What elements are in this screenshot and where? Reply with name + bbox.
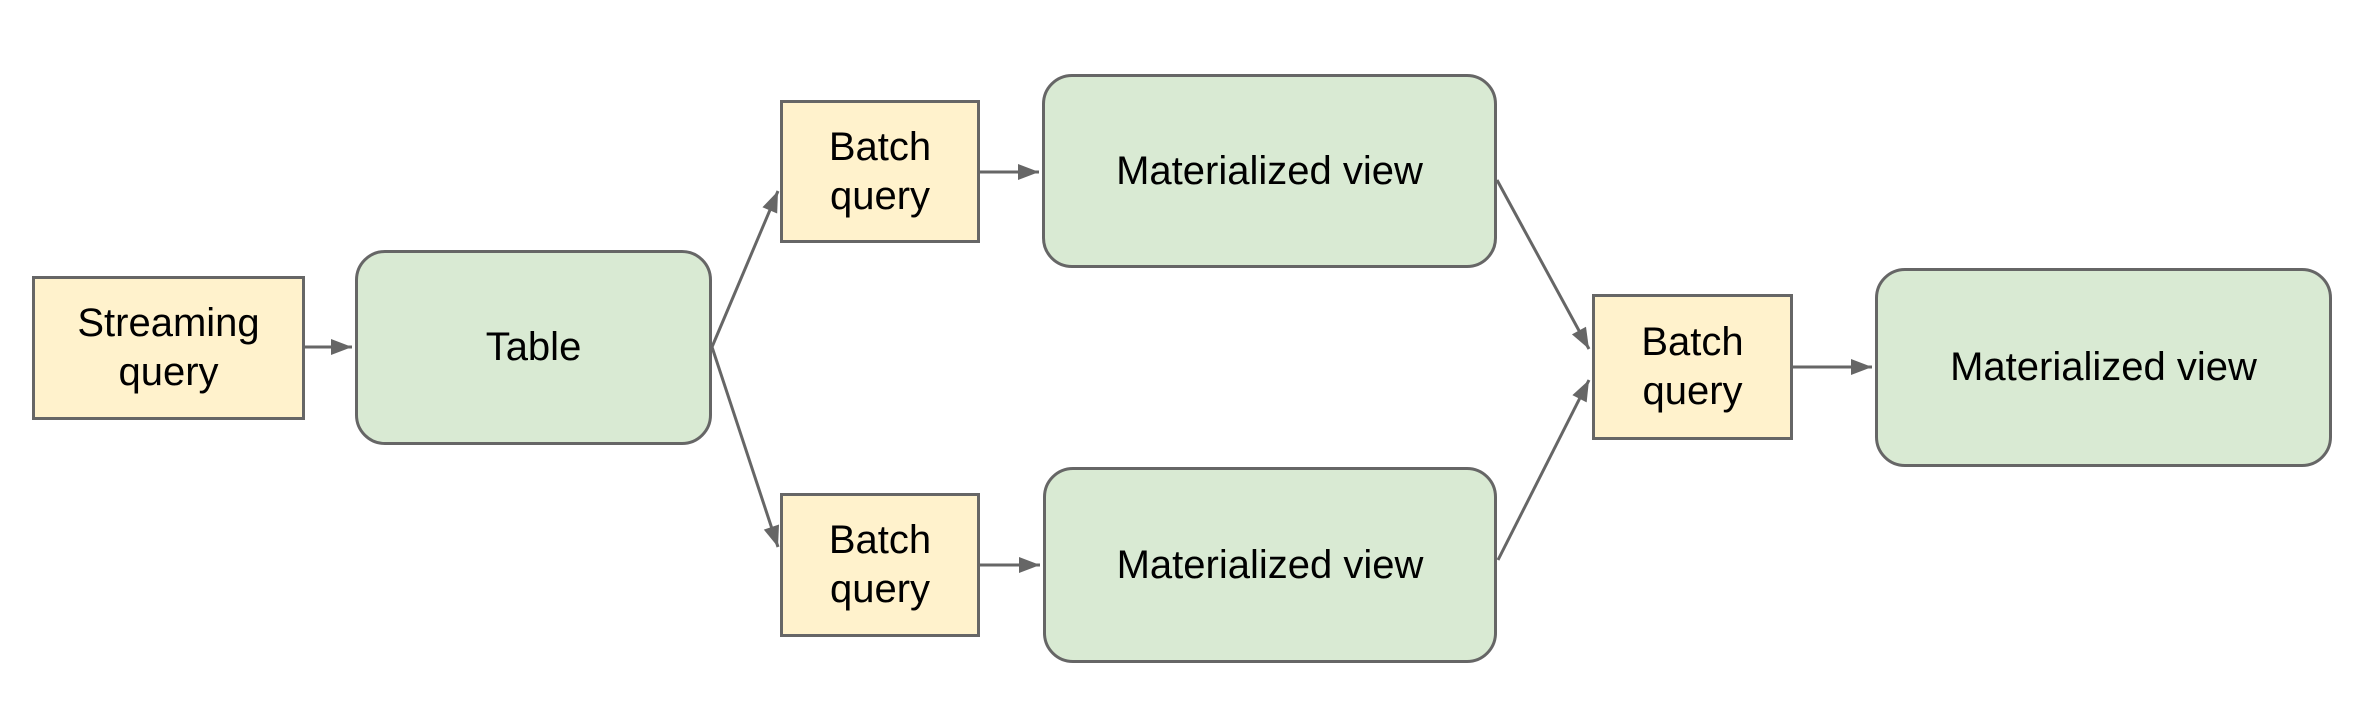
node-streaming-query: Streaming query [32,276,305,420]
node-table-label: Table [485,325,582,370]
node-batch-query-top-label: Batch query [828,124,932,218]
node-batch-query-bottom: Batch query [780,493,980,637]
node-streaming-query-label: Streaming query [77,301,260,394]
edge-table-to-batch-query-bottom [710,346,780,548]
node-batch-query-final: Batch query [1592,294,1793,440]
node-materialized-view-final-label: Materialized view [1950,345,2257,390]
edge-materialized-view-bottom-to-batch-query-final [1496,379,1591,561]
node-batch-query-final-label: Batch query [1641,320,1744,413]
node-materialized-view-top: Materialized view [1042,74,1497,268]
node-materialized-view-top-label: Materialized view [1116,148,1423,193]
node-materialized-view-final: Materialized view [1875,268,2332,467]
node-batch-query-top: Batch query [780,100,980,243]
node-materialized-view-bottom-label: Materialized view [1116,542,1424,587]
node-batch-query-bottom-label: Batch query [828,518,932,611]
node-materialized-view-bottom: Materialized view [1043,467,1497,663]
node-table: Table [355,250,712,445]
edge-table-to-batch-query-top [710,190,780,348]
edge-materialized-view-top-to-batch-query-final [1495,179,1591,350]
